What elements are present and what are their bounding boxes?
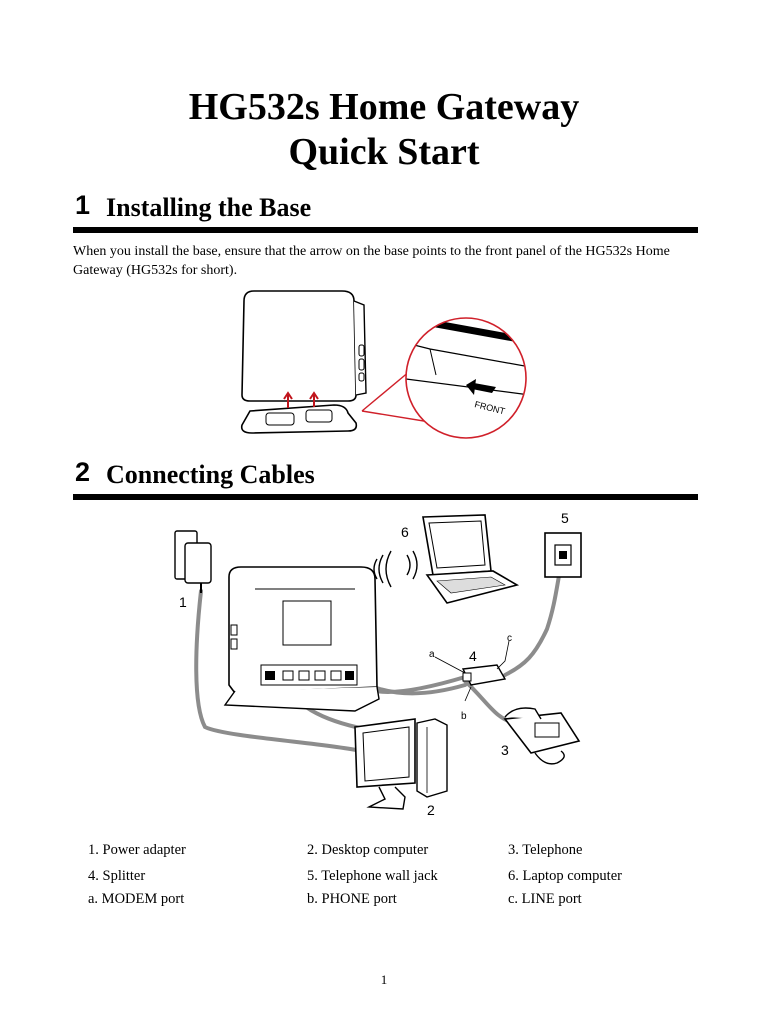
callout-a: a (429, 649, 435, 660)
wall-jack-drawing (544, 532, 582, 578)
zoom-circle (405, 317, 527, 439)
power-adapter-drawing (174, 530, 212, 593)
callout-1: 1 (179, 594, 187, 610)
base-stand-drawing (240, 391, 358, 434)
callout-4: 4 (469, 648, 477, 664)
legend-phone-port: b. PHONE port (307, 891, 397, 907)
legend-wall-jack: 5. Telephone wall jack (307, 868, 438, 884)
desktop-computer-drawing (354, 718, 448, 810)
legend-line-port: c. LINE port (508, 891, 582, 907)
callout-6: 6 (401, 524, 409, 540)
splitter-drawing (461, 664, 507, 686)
cable-connection-diagram: 1 2 3 4 5 6 a b c (174, 510, 582, 818)
wifi-waves-icon (373, 550, 418, 588)
section-1-heading: 1 Installing the Base (73, 181, 698, 233)
legend-splitter: 4. Splitter (88, 868, 146, 884)
telephone-drawing (503, 707, 581, 765)
router-drawing (223, 566, 380, 712)
legend-laptop-computer: 6. Laptop computer (508, 868, 622, 884)
front-detail-zoom: FRONT (406, 318, 526, 438)
section-1-number: 1 (75, 190, 91, 220)
callout-3: 3 (501, 742, 509, 758)
section-1-paragraph: When you install the base, ensure that t… (73, 244, 670, 278)
callout-2: 2 (427, 802, 435, 818)
legend-power-adapter: 1. Power adapter (88, 842, 186, 858)
legend-desktop-computer: 2. Desktop computer (307, 842, 429, 858)
legend-telephone: 3. Telephone (508, 842, 583, 858)
section-2-number: 2 (75, 457, 91, 487)
laptop-computer-drawing (422, 514, 520, 604)
callout-5: 5 (561, 510, 569, 526)
section-2-title: Connecting Cables (106, 460, 315, 489)
gateway-device-drawing (241, 290, 367, 402)
callout-c: c (507, 633, 512, 644)
legend-modem-port: a. MODEM port (88, 891, 185, 907)
section-2-heading: 2 Connecting Cables (73, 448, 698, 500)
document-title-line1: HG532s Home Gateway (188, 86, 580, 128)
document-title-line2: Quick Start (288, 131, 480, 173)
callout-b: b (461, 711, 467, 722)
page-number: 1 (380, 972, 388, 987)
base-installation-illustration: FRONT (240, 290, 527, 439)
section-1-title: Installing the Base (106, 193, 312, 222)
